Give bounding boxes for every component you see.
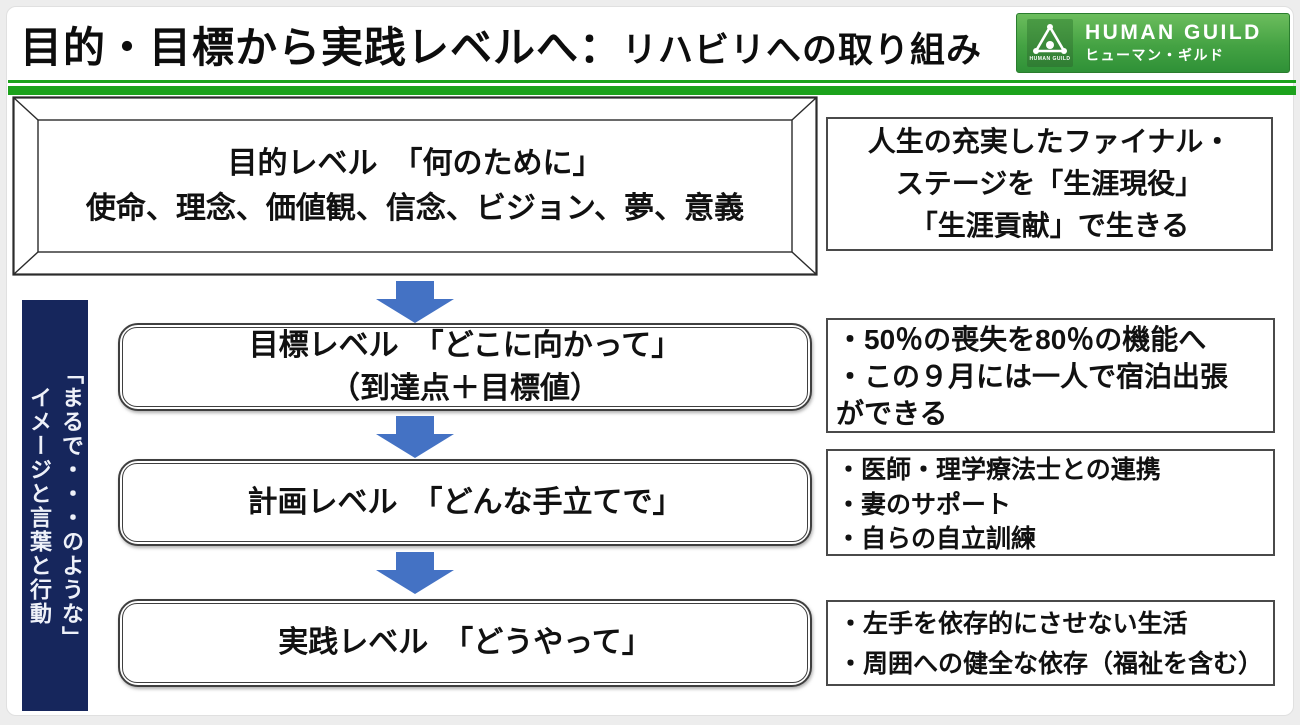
emblem-caption: HUMAN GUILD (1029, 56, 1071, 62)
plan-note-text: ・医師・理学療法士との連携 ・妻のサポート ・自らの自立訓練 (836, 456, 1161, 553)
practice-note-box: ・左手を依存的にさせない生活 ・周囲への健全な依存（福祉を含む） (826, 600, 1275, 686)
goal-level-box: 目標レベル 「どこに向かって」 （到達点＋目標値） (118, 323, 812, 411)
goal-level-text: 目標レベル 「どこに向かって」 （到達点＋目標値） (248, 328, 682, 406)
practice-level-text: 実践レベル 「どうやって」 (278, 626, 652, 660)
purpose-level-box: 目的レベル 「何のために」 使命、理念、価値観、信念、ビジョン、夢、意義 (12, 96, 818, 276)
plan-level-box: 計画レベル 「どんな手立てで」 (118, 459, 812, 546)
down-arrow-icon (376, 552, 454, 594)
bevel-frame (12, 96, 818, 276)
practice-note-text: ・左手を依存的にさせない生活 ・周囲への健全な依存（福祉を含む） (838, 610, 1264, 678)
practice-level-box: 実践レベル 「どうやって」 (118, 599, 812, 687)
logo-wordmark: HUMAN GUILD ヒューマン・ギルド (1085, 21, 1262, 65)
page-title: 目的・目標から実践レベルへ： リハビリへの取り組み (20, 14, 1000, 75)
purpose-note-box: 人生の充実したファイナル・ ステージを「生涯現役」 「生涯貢献」で生きる (826, 117, 1273, 251)
down-arrow-icon (376, 416, 454, 458)
goal-note-text: ・50％の喪失を80％の機能へ ・この９月には一人で宿泊出張 ができる (836, 324, 1229, 429)
title-underline-thin (8, 80, 1296, 83)
purpose-level-text: 目的レベル 「何のために」 使命、理念、価値観、信念、ビジョン、夢、意義 (85, 147, 745, 225)
plan-level-text: 計画レベル 「どんな手立てで」 (247, 485, 683, 519)
human-guild-logo: HUMAN GUILD HUMAN GUILD ヒューマン・ギルド (1016, 13, 1290, 73)
logo-name-ja: ヒューマン・ギルド (1085, 47, 1225, 64)
sidebar-vertical-label: 「まるで・・・のような」 イメージと言葉と行動 (27, 361, 84, 650)
human-guild-emblem-icon: HUMAN GUILD (1027, 19, 1073, 67)
logo-name-en: HUMAN GUILD (1085, 20, 1262, 44)
goal-note-box: ・50％の喪失を80％の機能へ ・この９月には一人で宿泊出張 ができる (826, 318, 1275, 433)
purpose-note-text: 人生の充実したファイナル・ ステージを「生涯現役」 「生涯貢献」で生きる (867, 126, 1232, 241)
down-arrow-icon (376, 281, 454, 323)
page-title-sub: リハビリへの取り組み (622, 31, 983, 70)
title-underline-thick (8, 86, 1296, 95)
page-title-main: 目的・目標から実践レベルへ： (20, 24, 623, 71)
plan-note-box: ・医師・理学療法士との連携 ・妻のサポート ・自らの自立訓練 (826, 449, 1275, 556)
sidebar-vertical-banner: 「まるで・・・のような」 イメージと言葉と行動 (22, 300, 88, 711)
